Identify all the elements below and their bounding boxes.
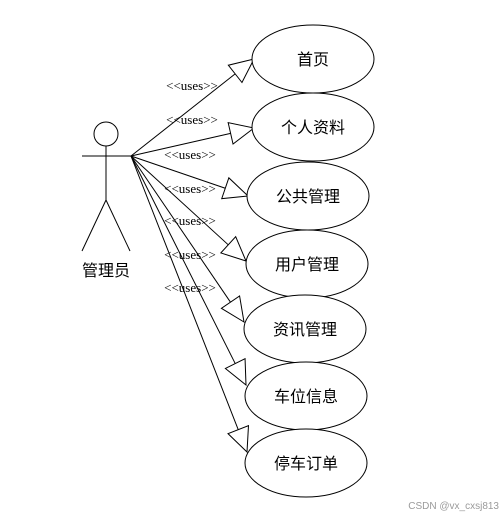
uses-stereotype: <<uses>> [166, 78, 218, 93]
arrowhead [227, 121, 256, 145]
arrowhead [220, 295, 245, 323]
associations [130, 58, 256, 454]
uses-stereotype: <<uses>> [164, 280, 216, 295]
actor-figure [81, 121, 131, 252]
arrowhead [219, 235, 247, 262]
use-case-label: 首页 [297, 50, 329, 69]
arrowhead [227, 58, 255, 84]
use-case-label: 停车订单 [274, 454, 338, 473]
stereotype-labels: <<uses>> <<uses>> <<uses>> <<uses>> <<uses>>… [164, 78, 218, 295]
actor-left-leg [81, 199, 107, 252]
actor-head [93, 121, 119, 147]
association-line [130, 155, 239, 430]
use-case-label: 个人资料 [281, 118, 345, 137]
uses-stereotype: <<uses>> [164, 213, 216, 228]
association-line [130, 155, 231, 303]
use-case-label: 公共管理 [276, 187, 340, 206]
use-case-ellipse [244, 428, 368, 498]
uses-stereotype: <<uses>> [164, 147, 216, 162]
actor-label: 管理员 [82, 261, 130, 280]
arrowhead [221, 176, 250, 200]
association-line [130, 73, 236, 157]
arrowhead [224, 357, 247, 387]
association-line [130, 155, 229, 246]
arrowhead [227, 424, 250, 454]
use-case-label: 资讯管理 [273, 320, 337, 339]
association-line [130, 155, 226, 189]
use-case-label: 用户管理 [275, 255, 339, 274]
association-line [130, 132, 231, 157]
watermark: CSDN @vx_cxsj813 [408, 501, 499, 512]
uses-stereotype: <<uses>> [164, 247, 216, 262]
use-case-label: 车位信息 [274, 387, 338, 406]
uses-stereotype: <<uses>> [164, 181, 216, 196]
association-line [130, 155, 236, 364]
uses-stereotype: <<uses>> [166, 112, 218, 127]
actor-right-leg [105, 199, 131, 252]
use-case-ellipse [251, 92, 375, 162]
